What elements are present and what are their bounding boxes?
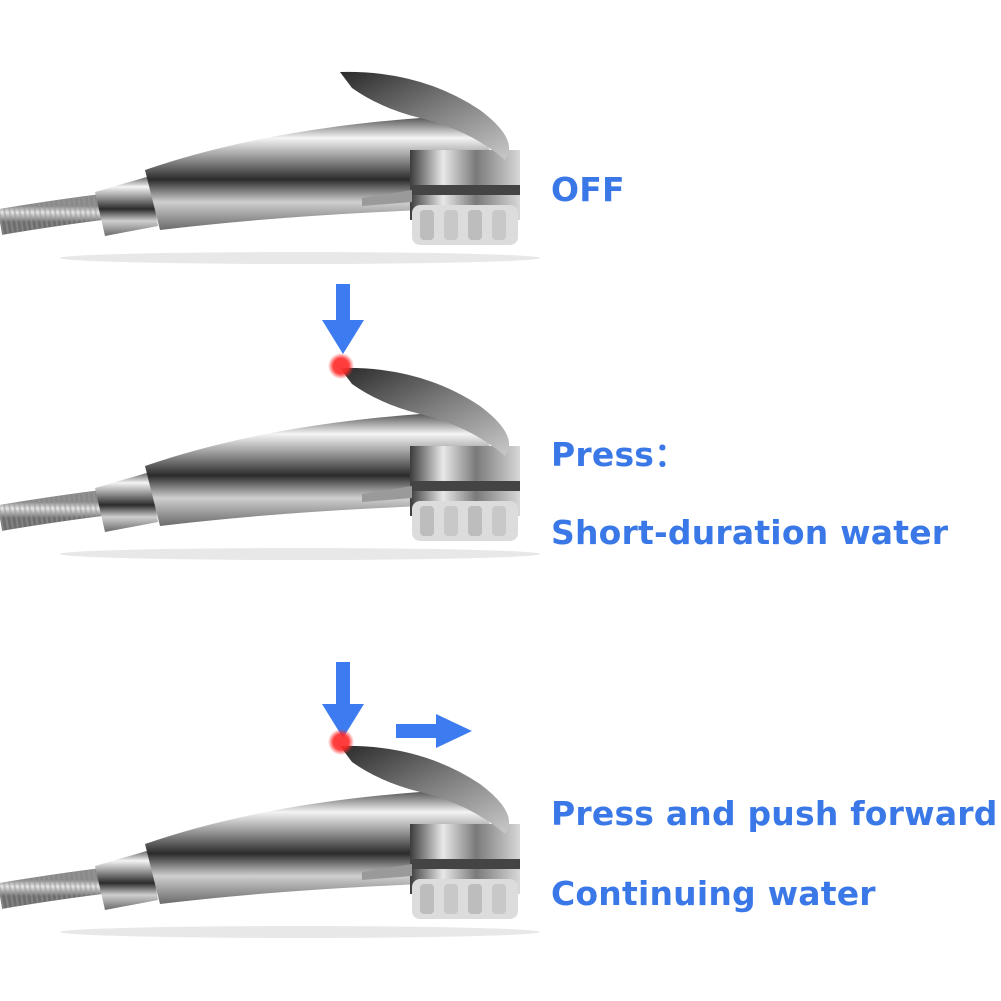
press-point-icon bbox=[328, 729, 354, 755]
down-arrow-icon bbox=[322, 284, 364, 354]
right-arrow-icon bbox=[396, 714, 472, 748]
state-push-panel: Press and push forward: Continuing water bbox=[0, 640, 1001, 960]
shower-press-illustration bbox=[0, 284, 1001, 580]
shower-push-illustration bbox=[0, 662, 1001, 960]
state-off-label: OFF bbox=[551, 170, 625, 209]
state-push-description: Continuing water bbox=[551, 874, 876, 913]
press-point-icon bbox=[328, 353, 354, 379]
down-arrow-icon bbox=[322, 662, 364, 738]
state-press-panel: Press： Short-duration water bbox=[0, 280, 1001, 580]
shower-head-icon bbox=[0, 0, 1001, 280]
state-push-label: Press and push forward: bbox=[551, 794, 1001, 833]
state-press-label: Press： bbox=[551, 435, 688, 474]
state-press-description: Short-duration water bbox=[551, 513, 949, 552]
state-off-panel: OFF bbox=[0, 0, 1001, 280]
